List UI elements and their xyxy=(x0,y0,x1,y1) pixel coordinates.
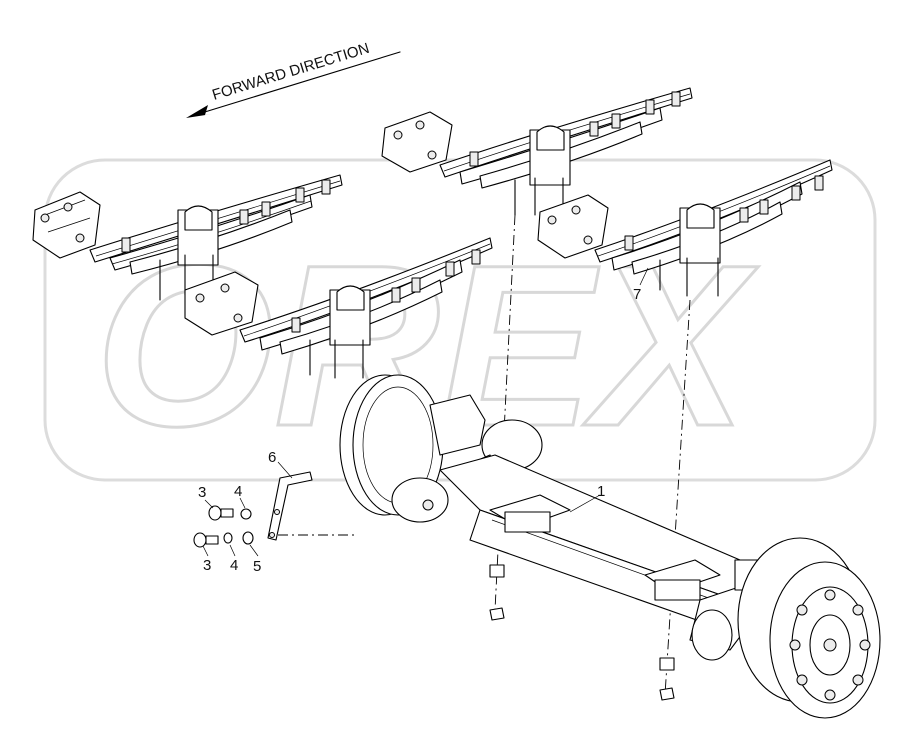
callout-6: 6 xyxy=(268,449,276,466)
callout-leaders xyxy=(202,267,649,557)
callout-4-lower: 4 xyxy=(230,557,238,574)
callout-3-lower: 3 xyxy=(203,557,211,574)
leaf-spring-rear-left xyxy=(381,87,693,216)
direction-arrow-head xyxy=(186,105,212,118)
washer-lower xyxy=(223,532,233,544)
direction-arrow-line xyxy=(194,51,401,116)
callout-4-upper: 4 xyxy=(234,483,242,500)
left-brake-chamber xyxy=(391,477,449,523)
flat-washer-lower xyxy=(242,531,254,545)
callout-7: 7 xyxy=(633,286,641,303)
callout-1: 1 xyxy=(597,483,605,500)
front-axle-assembly xyxy=(339,374,881,719)
bolt-lower xyxy=(193,532,207,548)
nut-left xyxy=(489,607,505,621)
bolt-upper xyxy=(208,505,222,521)
spacer-right xyxy=(659,657,675,671)
callout-labels: 1 3 4 6 3 4 5 7 xyxy=(198,286,641,575)
leaf-spring-front-left xyxy=(32,174,343,301)
nut-right xyxy=(659,687,675,701)
spacer-left xyxy=(489,564,505,578)
leaf-spring-rear-right xyxy=(537,159,833,297)
washer-upper xyxy=(240,508,252,520)
bracket xyxy=(267,471,313,541)
direction-label: FORWARD DIRECTION xyxy=(210,40,371,104)
callout-5: 5 xyxy=(253,558,261,575)
callout-3-upper: 3 xyxy=(198,484,206,501)
leaf-spring-front-right xyxy=(184,237,493,379)
bracket-group xyxy=(193,471,313,548)
forward-direction-indicator: FORWARD DIRECTION xyxy=(186,40,401,118)
